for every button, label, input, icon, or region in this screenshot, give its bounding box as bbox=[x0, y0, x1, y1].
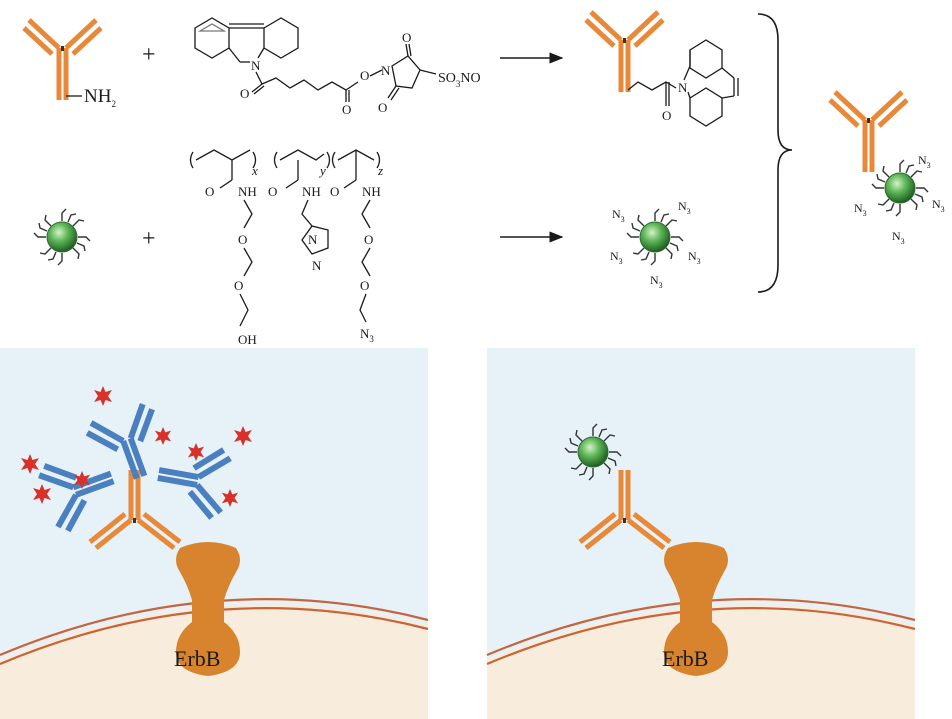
polymer-structure: x y z O NH O O OH O NH N N O NH O bbox=[189, 149, 383, 347]
n-atom-3: N bbox=[678, 80, 688, 95]
azide-label-9: N3 bbox=[932, 197, 945, 214]
o-atom-11: O bbox=[330, 184, 339, 199]
o-atom-10: O bbox=[268, 184, 277, 199]
subscript-y: y bbox=[318, 163, 326, 178]
o-atom-5: O bbox=[378, 100, 387, 115]
n-atom-5: N bbox=[312, 258, 322, 273]
azide-label-4: N3 bbox=[610, 249, 623, 266]
quantum-dot-icon bbox=[33, 208, 91, 266]
subscript-z: z bbox=[377, 163, 383, 178]
o-atom-9: O bbox=[234, 278, 243, 293]
azide-label-3: N3 bbox=[678, 199, 691, 216]
brace-icon bbox=[757, 13, 793, 293]
dbco-nhs-structure: N O O O N O O SO3NO bbox=[194, 17, 481, 117]
o-atom-3: O bbox=[360, 68, 369, 83]
n-atom-2: N bbox=[381, 63, 391, 78]
oh-label: OH bbox=[238, 332, 257, 347]
o-atom-2: O bbox=[342, 102, 351, 117]
nh-2: NH bbox=[302, 184, 321, 199]
o-atom-6: O bbox=[662, 108, 671, 123]
azide-label-1: N3 bbox=[360, 326, 374, 344]
erbb-receptor-icon bbox=[176, 542, 240, 676]
o-atom-8: O bbox=[238, 232, 247, 247]
n-atom: N bbox=[251, 58, 261, 73]
plus-sign-1: + bbox=[142, 42, 156, 68]
nh-1: NH bbox=[238, 184, 257, 199]
azide-label-10: N3 bbox=[892, 229, 905, 246]
o-atom-7: O bbox=[205, 184, 214, 199]
erbb-label-left: ErbB bbox=[174, 646, 220, 671]
azide-label-8: N3 bbox=[854, 201, 867, 218]
azide-quantum-dot: N3 N3 N3 N3 N3 bbox=[610, 199, 701, 290]
right-cell-panel: ErbB bbox=[486, 348, 916, 719]
nh-3: NH bbox=[362, 184, 381, 199]
azide-label-6: N3 bbox=[650, 273, 663, 290]
erbb-receptor-icon bbox=[664, 542, 728, 676]
n-atom-4: N bbox=[308, 232, 318, 247]
sulfonate-label: SO3NO bbox=[438, 71, 481, 89]
erbb-label-right: ErbB bbox=[662, 646, 708, 671]
o-atom-13: O bbox=[360, 278, 369, 293]
o-atom-12: O bbox=[364, 232, 373, 247]
antibody-qd-conjugate: N3 N3 N3 N3 bbox=[830, 92, 945, 246]
azide-label-7: N3 bbox=[918, 153, 931, 170]
o-atom-1: O bbox=[240, 86, 249, 101]
azide-label-2: N3 bbox=[612, 207, 625, 224]
plus-sign-2: + bbox=[142, 226, 156, 252]
azide-label-5: N3 bbox=[688, 249, 701, 266]
antibody-dbco-product: O N bbox=[586, 12, 739, 127]
o-atom-4: O bbox=[402, 30, 411, 45]
left-cell-panel: ErbB bbox=[0, 348, 429, 719]
amine-label: NH2 bbox=[84, 86, 116, 109]
subscript-x: x bbox=[251, 163, 258, 178]
